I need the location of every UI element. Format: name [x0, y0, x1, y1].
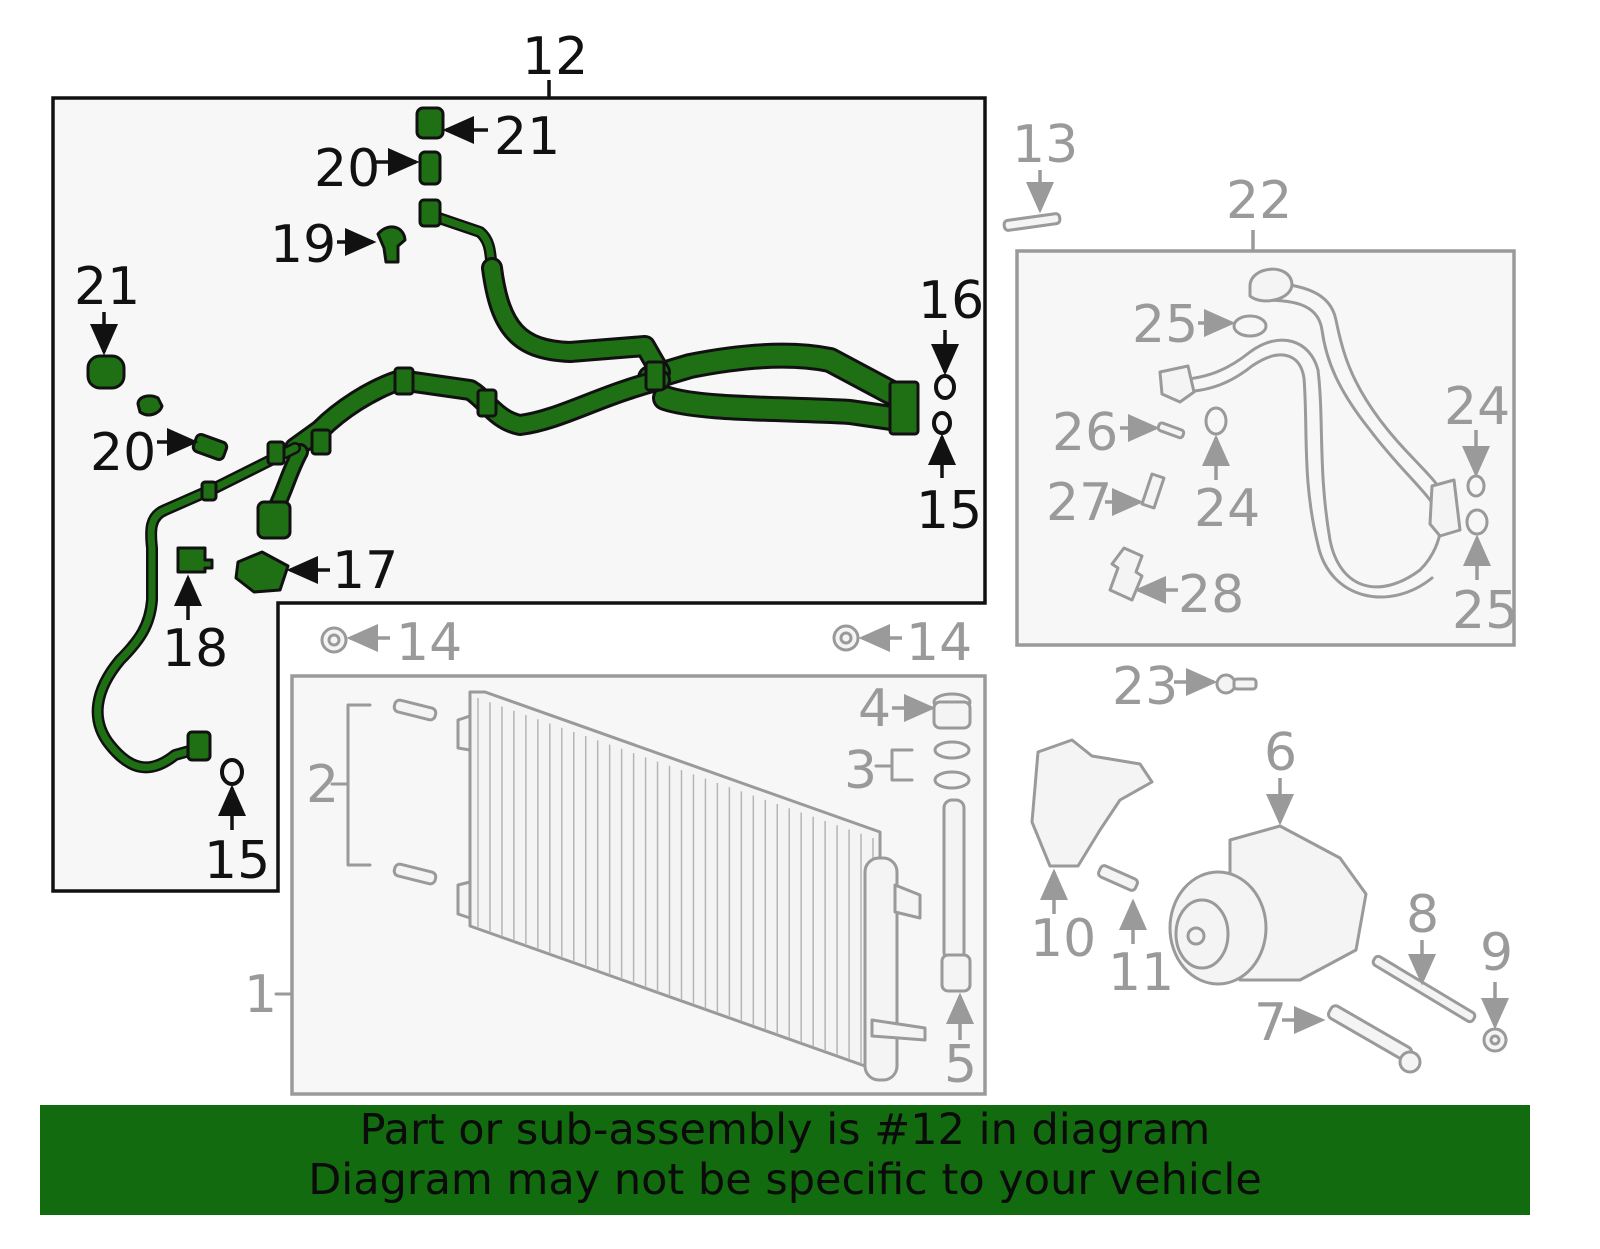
- callout-24-right: 24: [1444, 377, 1510, 437]
- bolt-7: [1326, 1004, 1422, 1074]
- callout-6: 6: [1264, 723, 1297, 783]
- callout-17: 17: [332, 541, 398, 601]
- cap-21-top: [415, 106, 445, 140]
- nut-14-left: [320, 626, 348, 654]
- callout-20-top: 20: [314, 139, 380, 199]
- bolt-23: [1215, 673, 1258, 695]
- compressor-6: [1168, 824, 1368, 986]
- clip-small-left: [136, 394, 164, 417]
- callout-19: 19: [270, 215, 336, 275]
- o-ring-25-right: [1465, 508, 1489, 536]
- callout-25-top: 25: [1132, 295, 1198, 355]
- nut-9: [1482, 1027, 1508, 1053]
- callout-15-right: 15: [916, 481, 982, 541]
- callout-9: 9: [1480, 923, 1513, 983]
- assembly-12-box: [51, 96, 987, 893]
- bolt-8: [1371, 954, 1477, 1024]
- o-ring-3-top: [933, 740, 971, 760]
- port-fitting-top: [418, 198, 442, 228]
- hose-assembly-12: [91, 209, 920, 774]
- callout-8: 8: [1406, 885, 1439, 945]
- callout-22: 22: [1226, 171, 1292, 231]
- callout-4: 4: [858, 679, 891, 739]
- callout-2: 2: [306, 755, 339, 815]
- callout-21-top: 21: [494, 107, 560, 167]
- callout-26: 26: [1052, 403, 1118, 463]
- callout-13: 13: [1012, 115, 1078, 175]
- callout-1: 1: [244, 965, 277, 1025]
- condenser-1: [456, 690, 927, 1082]
- o-ring-15-left: [220, 758, 244, 786]
- clip-19: [376, 225, 407, 264]
- callout-5: 5: [944, 1035, 977, 1095]
- banner-line-1: Part or sub-assembly is #12 in diagram: [359, 1105, 1211, 1155]
- bracket-17: [234, 550, 290, 594]
- callout-21-left: 21: [74, 257, 140, 317]
- cap-21-left: [86, 354, 126, 390]
- pin-13: [1002, 212, 1062, 232]
- hose-assembly-22: [1158, 267, 1462, 599]
- callout-10: 10: [1030, 909, 1096, 969]
- nut-14-right: [832, 624, 860, 652]
- callout-12: 12: [522, 27, 588, 87]
- callout-23: 23: [1112, 657, 1178, 717]
- o-ring-16: [934, 374, 956, 400]
- callout-25-right: 25: [1452, 581, 1518, 641]
- callout-24-mid: 24: [1194, 479, 1260, 539]
- callout-3: 3: [844, 741, 877, 801]
- callout-14-right: 14: [906, 613, 972, 673]
- callout-28: 28: [1178, 565, 1244, 625]
- callout-20-left: 20: [90, 423, 156, 483]
- banner-line-2: Diagram may not be specific to your vehi…: [308, 1155, 1262, 1205]
- plug-4: [932, 692, 972, 730]
- o-ring-15-right: [932, 411, 952, 435]
- callout-18: 18: [162, 619, 228, 679]
- bolt-11: [1097, 864, 1139, 892]
- clamp-18: [176, 546, 214, 574]
- valve-core-20-top: [418, 150, 442, 186]
- o-ring-24-mid: [1204, 406, 1228, 436]
- pin-2-top: [392, 698, 438, 722]
- callout-7: 7: [1254, 993, 1287, 1053]
- desiccant-5: [940, 798, 972, 993]
- pin-2-bottom: [392, 862, 438, 886]
- callout-16: 16: [918, 271, 984, 331]
- callout-27: 27: [1046, 473, 1112, 533]
- o-ring-3-bottom: [933, 770, 971, 790]
- callout-15-left: 15: [204, 831, 270, 891]
- callout-11: 11: [1108, 943, 1174, 1003]
- bracket-10: [1030, 738, 1154, 868]
- callout-14-left: 14: [396, 613, 462, 673]
- sensor-27: [1140, 472, 1166, 510]
- info-banner: Part or sub-assembly is #12 in diagram D…: [40, 1105, 1530, 1215]
